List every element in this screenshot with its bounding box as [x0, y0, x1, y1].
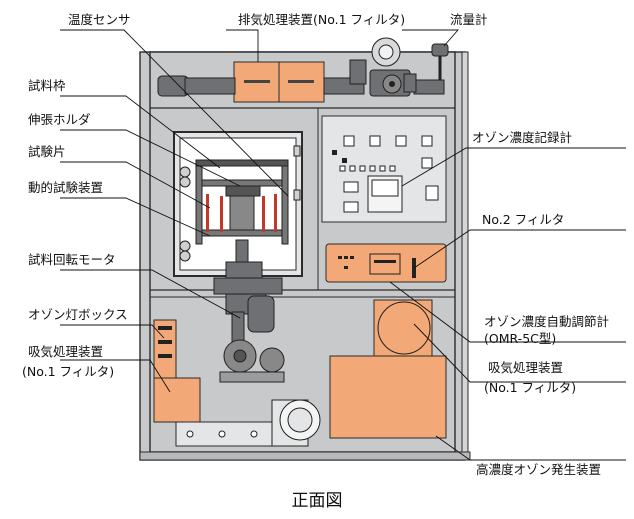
exhaust-filter: [233, 61, 325, 103]
ozone-auto-controller: [325, 243, 447, 283]
ozone-recorder-panel: [321, 115, 447, 223]
label-ozone-lamp-box: オゾン灯ボックス: [28, 307, 128, 322]
label-ozone-recorder: オゾン濃度記録計: [472, 130, 572, 145]
bottom-duct: [175, 399, 321, 447]
flowmeter: [369, 37, 449, 97]
ozone-generator: [329, 355, 447, 439]
specimens: [206, 194, 277, 232]
label-ozone-generator: 高濃度オゾン発生装置: [476, 462, 601, 477]
specimen-frame: [195, 159, 289, 245]
label-dynamic-tester: 動的試験装置: [28, 180, 103, 195]
label-intake-filter-left-1: 吸気処理装置: [28, 344, 103, 359]
exhaust-pipe: [157, 59, 445, 97]
label-no2-filter: No.2 フィルタ: [482, 212, 564, 227]
ozone-lamp-box: [153, 319, 177, 379]
diagram-caption: 正面図: [292, 491, 343, 511]
label-auto-controller-1: オゾン濃度自動調節計: [484, 314, 609, 329]
label-auto-controller-2: (OMR-5C型): [484, 331, 556, 346]
leader-lines: [60, 29, 626, 461]
label-rotation-motor: 試料回転モータ: [28, 252, 116, 267]
specimen-rotation-motor: [213, 239, 283, 343]
label-temp-sensor: 温度センサ: [68, 12, 131, 27]
label-flowmeter: 流量計: [450, 12, 488, 27]
blower-left: [219, 339, 285, 383]
label-exhaust-filter: 排気処理装置(No.1 フィルタ): [238, 12, 405, 27]
stretch-holder: [201, 179, 283, 237]
label-intake-filter-left-2: (No.1 フィルタ): [22, 364, 114, 379]
label-intake-filter-right-2: (No.1 フィルタ): [484, 380, 576, 395]
label-specimen-frame: 試料枠: [28, 78, 66, 93]
intake-filter-left: [153, 377, 201, 423]
label-intake-filter-right-1: 吸気処理装置: [488, 360, 563, 375]
label-stretch-holder: 伸張ホルダ: [28, 112, 91, 127]
intake-filter-right: [373, 299, 433, 357]
label-specimen: 試験片: [28, 144, 66, 159]
